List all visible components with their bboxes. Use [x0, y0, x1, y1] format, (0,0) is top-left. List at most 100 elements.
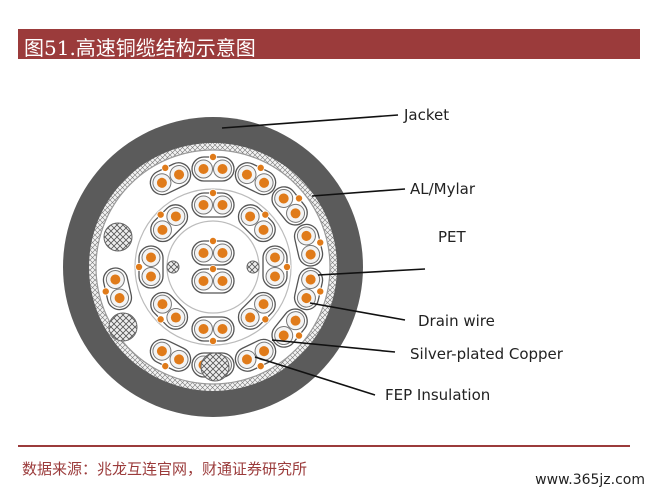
wire-pair: [234, 162, 277, 196]
copper-conductor: [258, 224, 269, 235]
copper-conductor: [156, 177, 167, 188]
leader-al-mylar: [311, 188, 406, 197]
drain-wire: [161, 362, 170, 371]
drain-wire: [156, 210, 165, 219]
label-jacket: Jacket: [404, 106, 450, 124]
copper-conductor: [114, 293, 125, 304]
drain-wire: [256, 163, 265, 172]
label-al-mylar: AL/Mylar: [410, 180, 476, 198]
drain-wire: [101, 287, 110, 296]
wire-pair: [262, 245, 292, 289]
drain-wire: [261, 315, 270, 324]
filler-strand: [166, 260, 180, 274]
wire-pair: [149, 338, 192, 372]
copper-conductor: [241, 169, 252, 180]
copper-conductor: [198, 164, 209, 174]
filler-strand: [246, 260, 260, 274]
copper-conductor: [258, 299, 269, 310]
filler-strands: [103, 222, 260, 382]
drain-wire: [316, 238, 325, 247]
copper-conductor: [198, 324, 209, 334]
label-drain-wire: Drain wire: [418, 312, 495, 330]
copper-conductor: [305, 274, 316, 285]
wire-pair: [191, 236, 235, 266]
wire-pair: [234, 338, 277, 372]
leader-pet: [317, 268, 426, 276]
drain-wire: [209, 236, 217, 245]
wire-pair: [191, 152, 235, 182]
drain-wire: [209, 337, 217, 346]
filler-strand: [103, 222, 133, 252]
drain-wire: [209, 152, 217, 161]
mid-ring: [134, 188, 292, 346]
label-silver-copper: Silver-plated Copper: [410, 345, 563, 363]
copper-conductor: [110, 274, 121, 285]
copper-conductor: [241, 354, 252, 365]
wire-pair: [134, 245, 164, 289]
copper-conductor: [259, 177, 270, 188]
copper-conductor: [217, 200, 228, 210]
copper-conductor: [270, 252, 280, 263]
filler-strand: [200, 352, 230, 382]
wire-pair: [271, 308, 308, 348]
wire-pair: [101, 267, 133, 311]
copper-conductor: [157, 299, 168, 310]
wire-pair: [237, 204, 276, 243]
filler-strand: [108, 312, 138, 342]
copper-conductor: [290, 315, 301, 326]
wire-pair: [293, 267, 325, 311]
drain-wire: [134, 263, 143, 271]
copper-conductor: [174, 169, 185, 180]
copper-conductor: [174, 354, 185, 365]
drain-wire: [283, 263, 292, 271]
drain-wire: [256, 362, 265, 371]
copper-conductor: [156, 346, 167, 357]
copper-conductor: [245, 312, 256, 323]
drain-wire: [156, 315, 165, 324]
drain-wire: [209, 188, 217, 197]
wire-pair: [237, 291, 276, 330]
drain-wire: [261, 210, 270, 219]
drain-wire: [295, 194, 304, 203]
copper-conductor: [217, 164, 228, 174]
copper-conductor: [270, 271, 280, 282]
drain-wire: [209, 264, 217, 273]
wire-pair: [293, 223, 325, 267]
copper-conductor: [245, 211, 256, 222]
cable-diagram: Jacket AL/Mylar PET Drain wire Silver-pl…: [0, 60, 657, 440]
wire-pair: [149, 162, 192, 196]
drain-wire: [161, 163, 170, 172]
leader-drain: [309, 302, 406, 321]
copper-conductor: [278, 330, 289, 341]
label-pet: PET: [438, 228, 466, 246]
copper-conductor: [290, 208, 301, 219]
leader-copper: [271, 339, 396, 353]
copper-conductor: [278, 193, 289, 204]
copper-conductor: [217, 248, 228, 258]
copper-conductor: [146, 271, 156, 282]
wire-pair: [150, 204, 189, 243]
source-note: 数据来源：兆龙互连官网，财通证券研究所: [22, 460, 308, 478]
label-fep: FEP Insulation: [385, 386, 491, 404]
wire-pair: [191, 188, 235, 218]
copper-conductor: [146, 252, 156, 263]
leader-fep: [254, 356, 376, 396]
cable-cross-section: [63, 114, 426, 417]
copper-conductor: [259, 346, 270, 357]
wire-pair: [271, 186, 308, 226]
copper-conductor: [301, 293, 312, 304]
site-watermark: www.365jz.com: [535, 472, 645, 488]
copper-conductor: [170, 312, 181, 323]
drain-wire: [316, 287, 325, 296]
drain-wire: [295, 331, 304, 340]
copper-conductor: [217, 324, 228, 334]
copper-conductor: [157, 224, 168, 235]
copper-conductor: [198, 276, 209, 286]
copper-conductor: [198, 248, 209, 258]
figure-title: 图51.高速铜缆结构示意图: [24, 36, 256, 60]
wire-pair: [191, 264, 235, 294]
copper-conductor: [217, 276, 228, 286]
leader-jacket: [221, 114, 399, 129]
copper-conductor: [170, 211, 181, 222]
wire-pair: [191, 316, 235, 346]
